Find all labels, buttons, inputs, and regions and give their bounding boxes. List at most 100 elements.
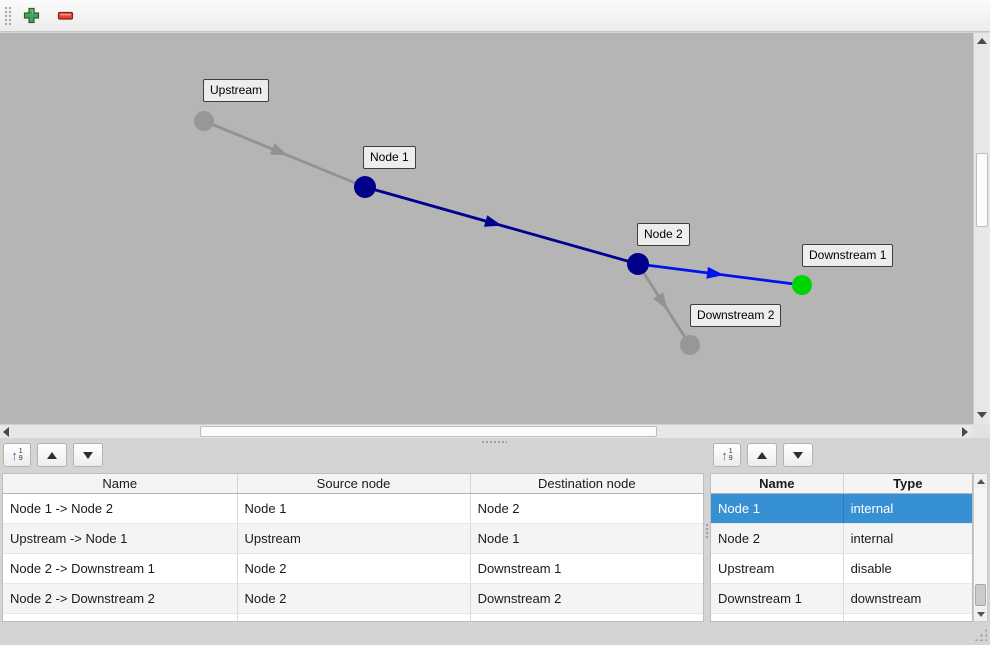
table-cell-destination[interactable]: Node 1 [477,531,520,546]
nodes-table-header: Name Type [711,474,972,494]
table-cell-source[interactable]: Upstream [238,524,471,553]
horizontal-splitter[interactable] [0,438,990,446]
table-cell-name[interactable]: Node 2 -> Downstream 1 [3,554,238,583]
links-table: Name Source node Destination node Node 1… [2,473,704,622]
table-cell-name[interactable]: Upstream -> Node 1 [3,524,238,553]
canvas-vertical-scrollbar[interactable] [973,33,990,424]
table-cell-type[interactable]: disable [850,561,892,576]
empty-cell [711,614,844,621]
main-toolbar [0,0,990,32]
node-row[interactable]: Downstream 1 downstream [711,584,972,614]
table-cell-name[interactable]: Node 1 [711,494,844,523]
table-scroll-down-button[interactable] [974,607,987,621]
edge-arrow-icon [269,143,288,156]
header-type[interactable]: Type [893,476,923,491]
edge-arrow-icon [706,266,725,279]
node-label[interactable]: Node 1 [363,146,416,169]
scroll-up-icon [976,478,985,484]
table-cell-name[interactable]: Upstream [711,554,844,583]
graph-node[interactable] [194,111,214,131]
graph-svg [194,111,812,355]
empty-row [3,614,703,621]
nodes-table-scrollbar[interactable] [973,473,988,622]
header-name[interactable]: Name [711,474,844,493]
graph-node[interactable] [627,253,649,275]
remove-node-button[interactable] [52,3,78,29]
node-label[interactable]: Downstream 2 [690,304,782,327]
table-cell-type[interactable]: internal [850,501,894,516]
node-label[interactable]: Node 2 [637,223,690,246]
plus-icon [23,7,39,24]
table-cell-source[interactable]: Node 2 [238,554,471,583]
table-cell-source[interactable]: Node 1 [238,494,471,523]
table-cell-name[interactable]: Node 2 -> Downstream 2 [3,584,238,613]
splitter-handle-icon [705,523,709,539]
node-row[interactable]: Upstream disable [711,554,972,584]
links-table-header: Name Source node Destination node [3,474,703,494]
empty-cell [844,614,972,621]
graph-node[interactable] [354,176,376,198]
table-cell-name[interactable]: Node 1 -> Node 2 [3,494,238,523]
toolbar-drag-handle[interactable] [4,5,12,26]
arrow-up-icon [47,451,57,459]
table-scroll-thumb[interactable] [975,584,986,606]
scrollbar-corner [973,424,990,438]
node-label[interactable]: Upstream [203,79,270,102]
scroll-right-icon[interactable] [962,427,968,437]
header-destination-node[interactable]: Destination node [538,476,636,491]
table-cell-name[interactable]: Downstream 1 [711,584,844,613]
horizontal-scroll-thumb[interactable] [200,426,657,437]
move-link-up-button[interactable] [37,443,67,467]
scroll-left-icon[interactable] [3,427,9,437]
graph-node[interactable] [792,275,812,295]
canvas-horizontal-scrollbar[interactable] [0,424,973,438]
table-scroll-up-button[interactable] [974,474,987,488]
vertical-scroll-thumb[interactable] [976,153,988,227]
move-node-up-button[interactable] [747,443,777,467]
table-cell-source[interactable]: Node 2 [238,584,471,613]
edge-arrow-icon [483,215,502,227]
splitter-handle-icon [481,440,507,444]
node-row[interactable]: Node 1 internal [711,494,972,524]
empty-cell [471,614,703,621]
node-label[interactable]: Downstream 1 [802,244,894,267]
header-source-node[interactable]: Source node [238,474,471,493]
window-resize-grip[interactable] [974,628,987,641]
graph-node[interactable] [680,335,700,355]
sort-icon: ↑ [11,447,18,463]
scroll-up-icon[interactable] [977,38,987,44]
scroll-down-icon[interactable] [977,412,987,418]
vertical-splitter[interactable] [704,473,710,622]
table-cell-type[interactable]: internal [850,531,894,546]
header-name[interactable]: Name [3,474,238,493]
move-link-down-button[interactable] [73,443,103,467]
edge-arrow-icon [653,292,668,310]
arrow-down-icon [83,451,93,459]
arrow-up-icon [757,451,767,459]
table-cell-destination[interactable]: Downstream 2 [477,591,562,606]
arrow-down-icon [793,451,803,459]
sort-icon: ↑ [721,447,728,463]
table-cell-name[interactable]: Node 2 [711,524,844,553]
table-cell-destination[interactable]: Downstream 1 [477,561,562,576]
empty-cell [3,614,238,621]
table-cell-type[interactable]: downstream [850,591,922,606]
table-cell-destination[interactable]: Node 2 [477,501,520,516]
move-node-down-button[interactable] [783,443,813,467]
add-node-button[interactable] [18,3,44,29]
minus-icon [57,11,73,20]
node-row[interactable]: Node 2 internal [711,524,972,554]
